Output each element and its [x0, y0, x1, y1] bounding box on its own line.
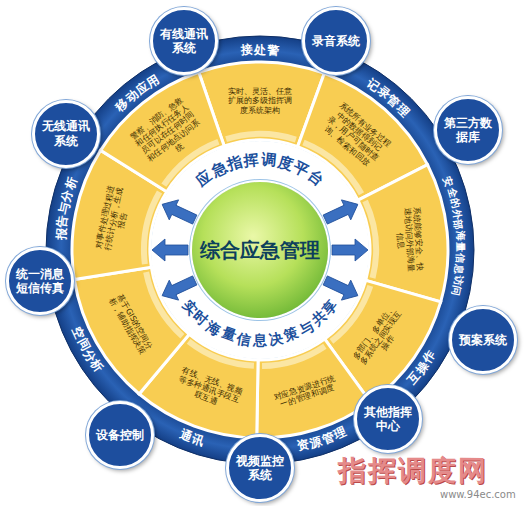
segment-body: 对应急资源进行统一的管理和调度 — [273, 373, 340, 410]
segment-highlight — [189, 341, 254, 365]
segment-highlight — [365, 201, 376, 278]
segment-highlight — [331, 286, 370, 342]
segment-highlight — [144, 192, 160, 264]
segment-highlight — [146, 272, 182, 336]
segment-body: 对事件处理过程进行统计分析，生成报告 — [94, 185, 134, 253]
system-circle: 录音系统 — [302, 7, 370, 75]
system-name: 第三方数据库 — [443, 116, 493, 145]
system-circle: 预案系统 — [449, 306, 517, 374]
segment-body: 基于GIS的空间分析，辅助指挥决策 — [107, 292, 155, 357]
inner-disc — [150, 140, 370, 360]
center-circle: 综合应急管理 — [192, 182, 328, 318]
system-circle: 第三方数据库 — [434, 96, 502, 164]
system-name: 无线通讯系统 — [41, 119, 91, 148]
segment-body: 多部门、多单位、多系统之间实现互操作 — [351, 304, 411, 372]
segment-body: 有线、无线、视频等多种通讯手段互联互通 — [174, 366, 244, 414]
segment-highlight — [303, 142, 361, 193]
segment-body: 系统所有业务过程中的数据得到记录，用户可随时查询、检索和回放 — [319, 101, 392, 170]
segment-wedge — [101, 72, 225, 191]
segment-highlight — [226, 134, 296, 140]
system-name: 设备控制 — [95, 428, 145, 442]
system-circle: 其他指挥中心 — [354, 385, 422, 453]
segment-body: 系统能够安全、快速地访问外部海量信息 — [393, 207, 425, 273]
system-name: 有线通讯系统 — [159, 27, 209, 56]
system-circle: 有线通讯系统 — [150, 7, 218, 75]
segment-wedge — [139, 334, 258, 438]
segment-body: 实时、灵活、任意扩展的多级指挥调度系统架构 — [228, 87, 292, 115]
segment-wedge — [358, 165, 448, 302]
watermark-title: 指挥调度网 — [338, 456, 488, 486]
segment-highlight — [262, 346, 325, 366]
segment-highlight — [164, 142, 219, 185]
center-title: 综合应急管理 — [200, 237, 320, 264]
segment-wedge — [199, 62, 325, 147]
segment-wedge — [325, 280, 441, 402]
segment-wedge — [74, 267, 189, 394]
system-name: 预案系统 — [458, 333, 508, 347]
system-name: 录音系统 — [311, 34, 361, 48]
segment-body: 警察、消防、急救和任何执行任务人员可以在任何时间和任何地点访问系统 — [129, 95, 208, 171]
system-circle: 视频监控系统 — [226, 434, 294, 502]
watermark-url: www.94ec.com — [440, 489, 516, 501]
system-circle: 设备控制 — [86, 401, 154, 469]
segment-wedge — [72, 150, 167, 279]
system-name: 其他指挥中心 — [363, 405, 413, 434]
ring-outer-edge — [150, 140, 370, 360]
system-circle: 无线通讯系统 — [32, 100, 100, 168]
system-circle: 统一消息短信传真 — [6, 247, 74, 315]
system-name: 视频监控系统 — [235, 454, 285, 483]
outer-band — [46, 36, 474, 464]
system-name: 统一消息短信传真 — [15, 267, 65, 296]
segment-wedge — [298, 73, 428, 200]
